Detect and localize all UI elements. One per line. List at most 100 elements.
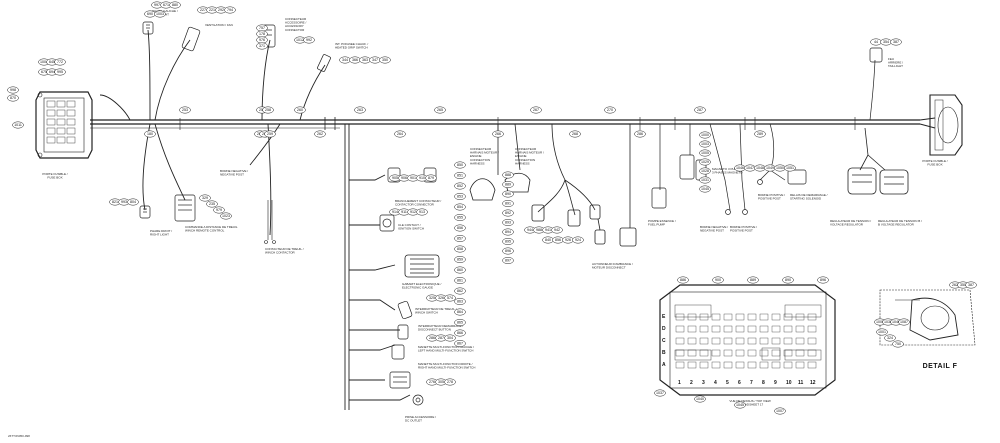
callout-number: 178 <box>259 32 265 36</box>
callout-switch: 325 <box>426 294 438 302</box>
callout-harness: 258 <box>262 106 274 114</box>
callout-harness: 267 <box>530 106 542 114</box>
callout-switch: 305 <box>435 378 447 386</box>
callout-detail-f: 750 <box>892 340 904 348</box>
fuse-slot <box>759 337 769 345</box>
fuse-row-label: E <box>662 314 666 320</box>
callout-bubble <box>224 6 236 14</box>
callout-fuse-top: 886 <box>677 276 689 284</box>
fuse-column-label: 4 <box>714 380 717 386</box>
callout-number: 856 <box>457 226 463 230</box>
label-connecteur-harnais-b-line: HARNESS <box>515 161 530 165</box>
callout-number: 260 <box>297 108 303 112</box>
label-prise-accessoire-line: PRISE ACCESSOIRE / <box>405 415 436 419</box>
callout-top-mid: 1012 <box>294 36 306 44</box>
callout-bubble <box>454 214 466 221</box>
callout-mid-cluster: 924 <box>572 236 584 244</box>
callout-fuse-top: 900 <box>712 276 724 284</box>
callout-bubble <box>454 161 466 169</box>
callout-right-cluster: 1051 <box>784 164 796 172</box>
callout-bubble <box>454 298 466 305</box>
callout-top-left: 772 <box>54 58 66 66</box>
callout-bubble <box>303 36 315 44</box>
callout-number: 267 <box>533 108 539 112</box>
callout-number: 1029 <box>701 160 709 164</box>
callout-number: 913 <box>419 210 425 214</box>
ignition-switch <box>379 214 395 232</box>
fuse-box-right <box>929 94 963 156</box>
callout-bubble <box>817 276 829 284</box>
fuse-grid <box>675 313 817 369</box>
callout-number: 326 <box>438 296 444 300</box>
callout-number: 850 <box>457 163 463 167</box>
callout-bubble <box>884 334 896 342</box>
callout-fuse-bottom: 1007 <box>774 407 786 415</box>
callout-number: 858 <box>457 247 463 251</box>
fuse-slot <box>723 349 733 357</box>
callout-right-cluster: 1003 <box>699 140 711 148</box>
callout-bubble <box>454 235 466 242</box>
fuse-slot <box>795 313 805 321</box>
callout-bubble <box>699 140 711 148</box>
fuse-slot <box>675 325 685 333</box>
callout-fuse-bottom: 1045 <box>734 401 746 409</box>
callout-bubble <box>264 130 276 138</box>
fuse-slot <box>783 313 793 321</box>
label-connecteur-accessoire-line: CONNECTOR <box>285 28 305 32</box>
callout-bubble <box>454 182 466 190</box>
label-branchement-contacteur-line: CONTACTOR CONNECTOR <box>395 203 435 207</box>
callout-mid-cluster: 942 <box>551 226 563 234</box>
fuse-slot <box>783 361 793 369</box>
callout-number: 265 <box>437 108 443 112</box>
callout-harness: 180 <box>144 130 156 138</box>
label-interrupteur-treuil-line: WINCH SWITCH <box>415 311 438 315</box>
label-manette-gauche-line: MANETTE MULTI-FONCTION GAUCHE / <box>418 345 474 349</box>
callout-bubble <box>569 130 581 138</box>
voltage-regulators <box>847 127 909 195</box>
fuse-slot <box>711 313 721 321</box>
callout-number: 645 <box>49 60 55 64</box>
callout-fuse-bottom: 1037 <box>654 389 666 397</box>
callout-number: 1087 <box>900 320 908 324</box>
label-borne-negative-left-line: NEGATIVE POST <box>220 173 244 177</box>
callout-number: 675 <box>41 70 47 74</box>
callout-bubble <box>256 42 268 50</box>
callout-number: 772 <box>57 60 63 64</box>
callout-bubble <box>754 130 766 138</box>
callout-right-cluster: 1047 <box>744 164 756 172</box>
label-borne-negative-mid-line: NEGATIVE POST <box>700 229 724 233</box>
callout-fuse-top: 889 <box>747 276 759 284</box>
callout-number: 886 <box>680 278 686 282</box>
callout-bubble <box>712 276 724 284</box>
fuse-row-label: A <box>662 362 666 368</box>
callout-left-group: 998 <box>7 86 19 94</box>
fuse-column-label: 10 <box>786 380 792 386</box>
callout-number: 235 <box>209 202 215 206</box>
callout-bubble <box>699 131 711 139</box>
callout-number: 366 <box>352 58 358 62</box>
callout-right-col: 889 <box>502 181 514 188</box>
callout-right-col: 893 <box>502 219 514 226</box>
fuse-slot <box>675 313 685 321</box>
label-cle-contact-line: CLE CONTACT / <box>398 223 421 227</box>
fuse-slot <box>759 361 769 369</box>
fuse-slot <box>759 313 769 321</box>
callout-bubble <box>699 158 711 166</box>
callout-bubble <box>206 200 218 208</box>
callout-bubble <box>454 277 466 284</box>
callout-harness: 265 <box>434 106 446 114</box>
callout-center-col: 862 <box>454 287 466 295</box>
fuse-column-label: 3 <box>702 380 705 386</box>
winch-switch <box>397 300 413 320</box>
label-interrupteur-poignee-line: HEATED GRIP SWITCH <box>335 46 368 50</box>
fuse-slot <box>687 313 697 321</box>
callout-switch: 574 <box>444 294 456 302</box>
callout-number: 891 <box>505 202 511 206</box>
callout-number: 852 <box>457 184 463 188</box>
callout-bubble <box>199 194 211 202</box>
callout-number: 324 <box>887 336 893 340</box>
callout-bubble <box>782 276 794 284</box>
label-commande-treuil-line: WINCH REMOTE CONTROL <box>185 229 225 233</box>
callout-number: 278 <box>447 380 453 384</box>
